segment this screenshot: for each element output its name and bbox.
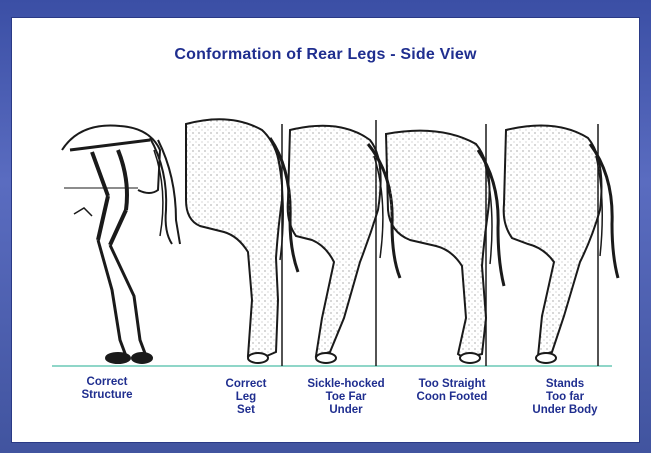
caption-line: Under xyxy=(298,404,394,417)
caption-line: Set xyxy=(214,404,278,417)
horse-hindquarter-sickle-hocked xyxy=(288,126,400,363)
caption-line: Too Straight xyxy=(404,378,500,391)
skeleton-figure xyxy=(62,126,180,364)
caption-line: Correct xyxy=(72,376,142,389)
caption-line: Structure xyxy=(72,389,142,402)
caption-too-straight: Too Straight Coon Footed xyxy=(404,378,500,404)
caption-line: Too far xyxy=(520,391,610,404)
caption-line: Sickle-hocked xyxy=(298,378,394,391)
caption-correct-structure: Correct Structure xyxy=(72,376,142,402)
caption-line: Correct xyxy=(214,378,278,391)
caption-line: Under Body xyxy=(520,404,610,417)
horse-hindquarter-correct xyxy=(186,119,298,363)
caption-line: Stands xyxy=(520,378,610,391)
caption-line: Toe Far xyxy=(298,391,394,404)
caption-line: Leg xyxy=(214,391,278,404)
caption-stands-too-far: Stands Too far Under Body xyxy=(520,378,610,417)
caption-correct-leg-set: Correct Leg Set xyxy=(214,378,278,417)
caption-sickle-hocked: Sickle-hocked Toe Far Under xyxy=(298,378,394,417)
horse-hindquarter-stands-under xyxy=(504,126,618,364)
caption-line: Coon Footed xyxy=(404,391,500,404)
